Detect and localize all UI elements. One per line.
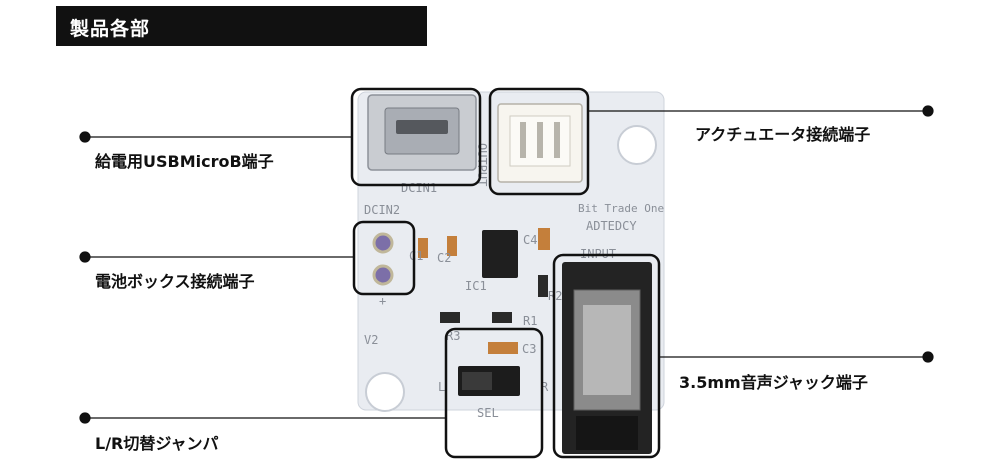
capacitor-c3 — [488, 342, 518, 354]
jumper-leader-dot — [79, 412, 91, 424]
label-c1: C1 — [409, 249, 423, 263]
battery-highlight — [352, 220, 416, 296]
label-v2: V2 — [364, 333, 378, 347]
label-model: ADTEDCY — [586, 219, 637, 233]
callout-actuator: アクチュエータ接続端子 — [695, 125, 871, 144]
battery-leader-dot — [79, 251, 91, 263]
label-c4: C4 — [523, 233, 537, 247]
label-dcin1: DCIN1 — [401, 181, 437, 195]
battery-pad — [372, 264, 394, 286]
label-r3: R3 — [446, 329, 460, 343]
jumper-cap — [462, 372, 492, 390]
usb-leader-dot — [79, 131, 91, 143]
label-c3: C3 — [522, 342, 536, 356]
label-output: OUTPUT — [475, 143, 489, 186]
callout-jack: 3.5mm音声ジャック端子 — [679, 373, 868, 392]
label-sel: SEL — [477, 406, 499, 420]
actuator-leader-dot — [922, 105, 934, 117]
jumper-highlight — [444, 327, 544, 459]
label-plus: + — [379, 294, 386, 308]
resistor-r1 — [492, 312, 512, 323]
label-ic1: IC1 — [465, 279, 487, 293]
callout-jumper: L/R切替ジャンパ — [95, 434, 219, 453]
section-title: 製品各部 — [70, 18, 151, 40]
ic1-chip — [482, 230, 518, 278]
resistor-r3 — [440, 312, 460, 323]
mount-hole-bottom — [365, 372, 405, 412]
callout-usb: 給電用USBMicroB端子 — [95, 152, 274, 171]
callout-battery: 電池ボックス接続端子 — [95, 272, 255, 291]
label-brand: Bit Trade One — [578, 202, 664, 215]
capacitor-c4 — [538, 228, 550, 250]
capacitor-c1 — [418, 238, 428, 258]
capacitor-c2 — [447, 236, 457, 256]
jack-highlight — [552, 253, 661, 459]
jack-leader-dot — [922, 351, 934, 363]
connector-pin — [554, 122, 560, 158]
mount-hole-top — [617, 125, 657, 165]
usb-slot — [396, 120, 448, 134]
jack-barrel — [576, 416, 638, 450]
label-r1: R1 — [523, 314, 537, 328]
label-dcin2: DCIN2 — [364, 203, 400, 217]
label-c2: C2 — [437, 251, 451, 265]
label-r: R — [541, 380, 549, 394]
resistor-r2 — [538, 275, 548, 297]
jack-contact — [583, 305, 631, 395]
battery-pad — [372, 232, 394, 254]
connector-pin — [520, 122, 526, 158]
actuator-highlight — [488, 87, 590, 196]
connector-pin — [537, 122, 543, 158]
label-l: L — [438, 380, 445, 394]
section-header: 製品各部 — [56, 6, 427, 46]
